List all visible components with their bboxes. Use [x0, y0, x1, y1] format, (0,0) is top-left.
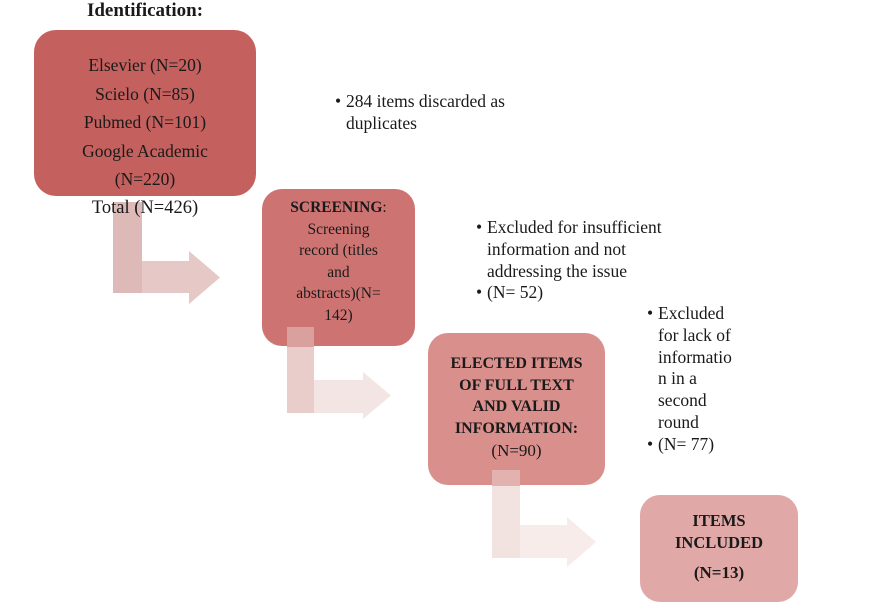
- elected-items-box-title: ELECTED ITEMS OF FULL TEXT AND VALID INF…: [450, 355, 583, 437]
- arrow-3-vertical-bar: [492, 486, 520, 558]
- identification-sources-text: Elsevier (N=20) Scielo (N=85) Pubmed (N=…: [82, 55, 208, 189]
- screening-box-body: Screening record (titles and abstracts)(…: [296, 220, 381, 324]
- identification-stage-title: Identification:: [86, 0, 204, 21]
- identification-box: Elsevier (N=20) Scielo (N=85) Pubmed (N=…: [34, 30, 256, 196]
- screening-box-title: SCREENING: [290, 199, 383, 216]
- arrow-1-horizontal-head: [113, 251, 220, 304]
- duplicates-callout: 284 items discarded as duplicates: [335, 90, 564, 134]
- second-round-callout-item: Excluded for lack of informatio n in a s…: [647, 303, 780, 434]
- elected-items-count: (N=90): [491, 441, 542, 460]
- second-round-callout: Excluded for lack of informatio n in a s…: [647, 303, 780, 456]
- items-included-count: (N=13): [693, 563, 745, 582]
- screening-box-heading: SCREENING:: [262, 197, 415, 219]
- insufficient-info-callout-item: Excluded for insufficient information an…: [476, 217, 719, 282]
- arrow-3-horizontal-head: [492, 517, 596, 567]
- screening-box-title-colon: :: [382, 199, 387, 216]
- arrow-2-horizontal-head: [287, 372, 391, 419]
- elected-items-box: ELECTED ITEMS OF FULL TEXT AND VALID INF…: [428, 333, 605, 485]
- arrow-2-vertical-bar: [287, 347, 314, 413]
- insufficient-info-callout: Excluded for insufficient information an…: [476, 217, 719, 304]
- second-round-count-item: (N= 77): [647, 434, 780, 456]
- items-included-box: ITEMS INCLUDED (N=13): [640, 495, 798, 602]
- items-included-box-title: ITEMS INCLUDED: [674, 511, 763, 552]
- duplicates-callout-item: 284 items discarded as duplicates: [335, 90, 564, 134]
- insufficient-info-count-item: (N= 52): [476, 282, 719, 304]
- screening-box: SCREENING: Screening record (titles and …: [262, 189, 415, 346]
- total-count-label: Total (N=426): [91, 198, 199, 218]
